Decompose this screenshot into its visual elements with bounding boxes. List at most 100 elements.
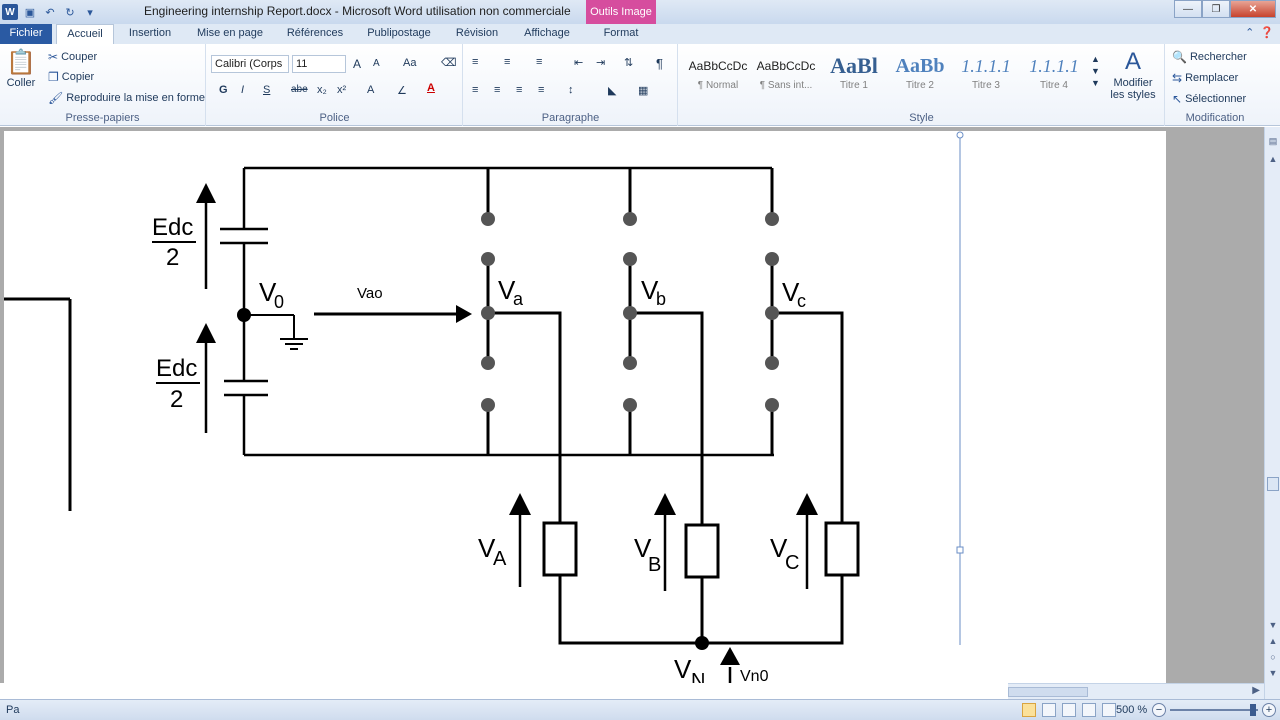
clipboard-group: 📋 Coller ✂ Couper ❐ Copier 🖌 Reproduire …	[0, 44, 206, 126]
borders-icon[interactable]: ▦	[638, 85, 649, 97]
tab-review[interactable]: Révision	[455, 27, 499, 39]
align-center-icon[interactable]: ≡	[494, 84, 501, 96]
zoom-in-icon[interactable]: +	[1262, 703, 1276, 717]
tab-format[interactable]: Format	[603, 27, 639, 39]
scroll-right-icon[interactable]: ▶	[1252, 685, 1260, 696]
tab-insert[interactable]: Insertion	[128, 27, 172, 39]
find-button[interactable]: 🔍 Rechercher	[1172, 50, 1247, 64]
circuit-diagram[interactable]: Edc 2 Edc 2 V 0 Vao V a V b V c V A V B …	[4, 131, 1166, 683]
draft-icon[interactable]	[1102, 703, 1116, 717]
zoom-slider-track[interactable]	[1170, 709, 1258, 711]
copy-icon: ❐	[48, 70, 59, 84]
help-area: ⌃ ❓	[1245, 26, 1274, 39]
previous-page-icon[interactable]: ▲	[1268, 636, 1278, 646]
bold-button[interactable]: G	[219, 84, 228, 96]
tab-file[interactable]: Fichier	[0, 24, 52, 44]
style-heading-1[interactable]: AaBl Titre 1	[830, 53, 878, 91]
decrease-indent-icon[interactable]: ⇤	[574, 57, 584, 69]
shading-icon[interactable]: ◣	[608, 85, 617, 97]
close-button[interactable]: ✕	[1230, 0, 1276, 18]
restore-button[interactable]: ❐	[1202, 0, 1230, 18]
horizontal-scrollbar[interactable]: ▶	[1008, 683, 1264, 699]
styles-gallery-scroll[interactable]: ▲ ▼ ▼	[1091, 54, 1100, 88]
scroll-down-icon[interactable]: ▼	[1268, 620, 1278, 630]
status-bar: Pa 500 % − +	[0, 699, 1280, 720]
change-styles-button[interactable]: A Modifier les styles	[1110, 48, 1156, 101]
shrink-font-button[interactable]: A	[373, 58, 380, 69]
minimize-ribbon-icon[interactable]: ⌃	[1245, 27, 1255, 39]
zoom-slider-thumb[interactable]	[1250, 704, 1256, 716]
styles-group: AaBbCcDc ¶ Normal AaBbCcDc ¶ Sans int...…	[679, 44, 1165, 126]
tab-page-layout[interactable]: Mise en page	[196, 27, 264, 39]
help-icon[interactable]: ❓	[1260, 27, 1274, 39]
replace-button[interactable]: ⇆ Remplacer	[1172, 71, 1239, 85]
tab-references[interactable]: Références	[286, 27, 344, 39]
vc-subscript: c	[797, 291, 806, 311]
subscript-button[interactable]: x₂	[317, 84, 327, 96]
tab-view[interactable]: Affichage	[524, 27, 570, 39]
numbering-icon[interactable]: ≡	[504, 56, 511, 68]
undo-icon[interactable]: ↶	[45, 6, 55, 19]
tab-home[interactable]: Accueil	[56, 24, 114, 45]
horizontal-scroll-thumb[interactable]	[1008, 687, 1088, 697]
sort-icon[interactable]: ⇅	[624, 57, 634, 69]
bullets-icon[interactable]: ≡	[472, 56, 479, 68]
browse-object-icon[interactable]: ○	[1270, 652, 1276, 662]
highlight-icon[interactable]: ∠	[397, 85, 407, 97]
outline-icon[interactable]	[1082, 703, 1096, 717]
italic-button[interactable]: I	[241, 84, 245, 96]
zoom-out-icon[interactable]: −	[1152, 703, 1166, 717]
select-button[interactable]: ↖ Sélectionner	[1172, 92, 1247, 106]
scroll-thumb[interactable]	[1267, 477, 1279, 491]
align-right-icon[interactable]: ≡	[516, 84, 523, 96]
next-page-icon[interactable]: ▼	[1268, 668, 1278, 678]
style-normal[interactable]: AaBbCcDc ¶ Normal	[688, 59, 748, 91]
change-case-button[interactable]: Aa	[403, 57, 417, 69]
font-label: Police	[319, 112, 350, 124]
chevron-up-icon: ▲	[1091, 54, 1100, 64]
style-heading-4[interactable]: 1.1.1.1 Titre 4	[1029, 56, 1079, 91]
cut-button[interactable]: ✂ Couper	[48, 50, 98, 64]
font-color-icon[interactable]: A	[427, 82, 435, 94]
style-heading-3[interactable]: 1.1.1.1 Titre 3	[961, 56, 1011, 91]
align-left-icon[interactable]: ≡	[472, 84, 479, 96]
customize-icon[interactable]: ▾	[87, 6, 93, 19]
document-page[interactable]: Edc 2 Edc 2 V 0 Vao V a V b V c V A V B …	[4, 131, 1166, 683]
vertical-scrollbar[interactable]: ▤ ▲ ▼ ▲ ○ ▼	[1264, 127, 1280, 699]
word-icon[interactable]: W	[2, 4, 18, 20]
ruler-toggle-icon[interactable]: ▤	[1268, 136, 1278, 146]
web-layout-icon[interactable]	[1062, 703, 1076, 717]
redo-icon[interactable]: ↻	[65, 6, 75, 19]
multilevel-list-icon[interactable]: ≡	[536, 56, 543, 68]
full-screen-reading-icon[interactable]	[1042, 703, 1056, 717]
format-painter-button[interactable]: 🖌 Reproduire la mise en forme	[48, 91, 206, 105]
paste-button[interactable]: 📋 Coller	[6, 49, 36, 89]
grow-font-button[interactable]: A	[353, 57, 362, 71]
print-layout-icon[interactable]	[1022, 703, 1036, 717]
line-spacing-icon[interactable]: ↕	[568, 84, 574, 96]
text-effects-icon[interactable]: A	[367, 84, 375, 96]
underline-button[interactable]: S	[263, 84, 271, 96]
window-controls: — ❐ ✕	[1174, 0, 1276, 18]
v0-label: V	[259, 277, 277, 307]
scroll-up-icon[interactable]: ▲	[1268, 154, 1278, 164]
minimize-button[interactable]: —	[1174, 0, 1202, 18]
font-name-combo[interactable]: Calibri (Corps	[211, 55, 289, 73]
save-icon[interactable]: ▣	[24, 6, 36, 19]
copy-button[interactable]: ❐ Copier	[48, 70, 95, 84]
replace-icon: ⇆	[1172, 71, 1183, 85]
style-heading-2[interactable]: AaBb Titre 2	[895, 55, 945, 91]
increase-indent-icon[interactable]: ⇥	[596, 57, 606, 69]
zoom-level[interactable]: 500 %	[1116, 704, 1148, 716]
superscript-button[interactable]: x²	[337, 84, 347, 96]
strikethrough-button[interactable]: abe	[291, 84, 308, 95]
pilcrow-icon[interactable]: ¶	[656, 56, 663, 71]
justify-icon[interactable]: ≡	[538, 84, 545, 96]
editing-group: 🔍 Rechercher ⇆ Remplacer ↖ Sélectionner …	[1166, 44, 1264, 126]
vN-label: V	[674, 654, 692, 683]
status-page-info[interactable]: Pa	[6, 704, 20, 716]
clear-format-icon[interactable]: ⌫	[441, 57, 457, 69]
font-size-combo[interactable]: 11	[292, 55, 346, 73]
tab-mailings[interactable]: Publipostage	[367, 27, 431, 39]
style-no-spacing[interactable]: AaBbCcDc ¶ Sans int...	[756, 59, 816, 91]
